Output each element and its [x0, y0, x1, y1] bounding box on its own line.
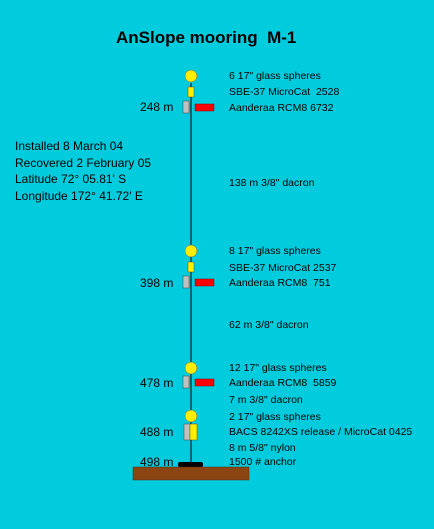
- seafloor: [132, 466, 250, 481]
- depth-label: 398 m: [140, 276, 174, 290]
- component-label: 8 17" glass spheres: [229, 245, 321, 257]
- component-label: SBE-37 MicroCat 2537: [229, 262, 337, 274]
- current-meter: [194, 103, 215, 112]
- component-label: 1500 # anchor: [229, 456, 297, 468]
- installed-date: Installed 8 March 04: [15, 139, 124, 153]
- microcat-instrument: [187, 86, 195, 98]
- component-label: 138 m 3/8" dacron: [229, 177, 315, 189]
- glass-sphere-float: [184, 244, 198, 258]
- depth-label: 488 m: [140, 425, 174, 439]
- depth-label: 478 m: [140, 376, 174, 390]
- instrument-housing: [182, 375, 190, 389]
- component-label: BACS 8242XS release / MicroCat 0425: [229, 426, 413, 438]
- deployment-info: Installed 8 March 04 Recovered 2 Februar…: [15, 138, 151, 204]
- component-label: 62 m 3/8" dacron: [229, 319, 309, 331]
- recovered-date: Recovered 2 February 05: [15, 155, 152, 170]
- component-label: 7 m 3/8" dacron: [229, 394, 303, 406]
- instrument-housing: [182, 275, 190, 289]
- anchor-weight: [178, 462, 203, 467]
- component-label: 2 17" glass spheres: [229, 411, 321, 423]
- depth-label: 248 m: [140, 100, 174, 114]
- latitude: Latitude 72° 05.81' S: [15, 172, 127, 186]
- current-meter: [194, 378, 215, 387]
- acoustic-release: [189, 423, 198, 441]
- diagram-title: AnSlope mooring M-1: [116, 28, 297, 47]
- component-label: Aanderaa RCM8 6732: [229, 102, 334, 114]
- instrument-housing: [182, 100, 190, 114]
- glass-sphere-float: [184, 69, 198, 83]
- microcat-instrument: [187, 261, 195, 273]
- glass-sphere-float: [184, 409, 198, 423]
- current-meter: [194, 278, 215, 287]
- component-label: 12 17" glass spheres: [229, 362, 327, 374]
- component-label: Aanderaa RCM8 5859: [229, 377, 337, 389]
- component-label: Aanderaa RCM8 751: [229, 277, 331, 289]
- instrument-housing: [183, 423, 191, 441]
- depth-label: 498 m: [140, 455, 174, 469]
- component-label: 8 m 5/8" nylon: [229, 442, 296, 454]
- longitude: Longitude 172° 41.72' E: [15, 188, 143, 203]
- component-label: 6 17" glass spheres: [229, 70, 321, 82]
- component-label: SBE-37 MicroCat 2528: [229, 86, 340, 98]
- glass-sphere-float: [184, 361, 198, 375]
